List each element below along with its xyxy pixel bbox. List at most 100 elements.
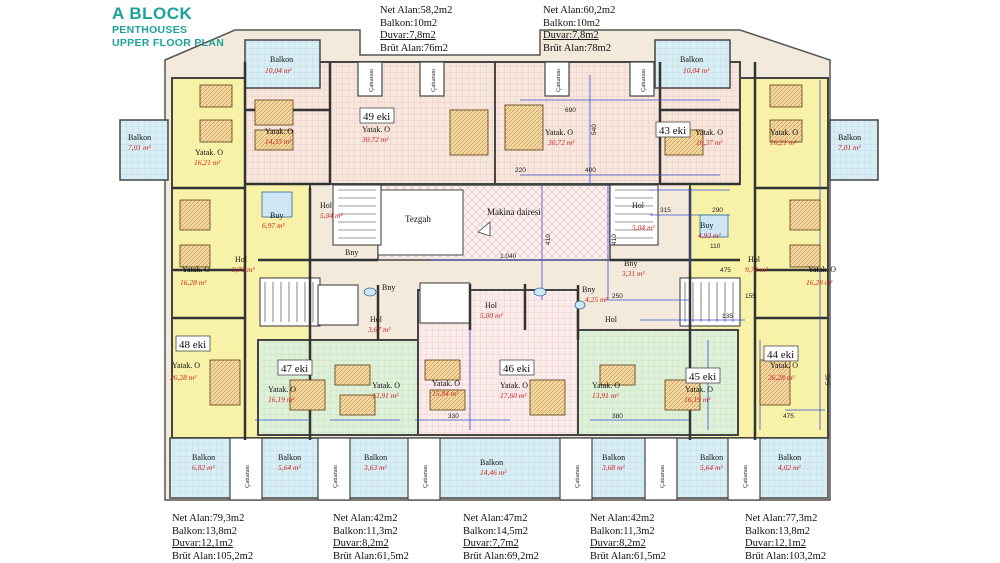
stat-brut: Brüt Alan:69,2m2 xyxy=(463,550,539,562)
dim-290: 290 xyxy=(712,207,723,214)
balcony-top-right xyxy=(654,39,731,89)
stat-duvar: Duvar:12,1m2 xyxy=(172,538,233,550)
stat-brut: Brüt Alan:103,2m2 xyxy=(745,550,827,562)
dim-475a: 475 xyxy=(720,267,731,274)
area-yatak-49a: 14,33 m² xyxy=(265,137,292,146)
room-balkon-side-left: Balkon xyxy=(128,133,151,142)
room-yatak-43a: Yatak. O xyxy=(545,128,573,137)
area-yatak-49b: 30,72 m² xyxy=(361,135,389,144)
dim-250: 250 xyxy=(612,293,623,300)
room-balkon-top-right: Balkon xyxy=(680,55,703,64)
dim-690: 690 xyxy=(565,107,576,114)
stat-balkon: Balkon:14,5m2 xyxy=(463,525,529,537)
room-balkon-b2: Balkon xyxy=(278,453,301,462)
unit-label-49: 49 eki xyxy=(363,111,390,123)
stat-net: Net Alan:42m2 xyxy=(590,513,655,524)
room-yatak-48b: Yatak. O xyxy=(182,265,210,274)
room-buy-44: Buy xyxy=(700,221,713,230)
dim-410a: 410 xyxy=(545,234,552,245)
stat-duvar: Duvar:7,8m2 xyxy=(543,30,599,42)
stat-brut: Brüt Alan:61,5m2 xyxy=(590,550,666,562)
area-balkon-b3: 3,63 m² xyxy=(363,463,387,472)
area-yatak-48a: 16,21 m² xyxy=(194,158,221,167)
stats-top-right: Net Alan:60,2m2 Balkon:10m2 Duvar:7,8m2 … xyxy=(543,5,615,55)
area-yatak-45a: 13,91 m² xyxy=(592,391,619,400)
stat-net: Net Alan:42m2 xyxy=(333,513,398,524)
area-balkon-b5: 3,68 m² xyxy=(601,463,625,472)
room-yatak-44b: Yatak. O xyxy=(808,265,836,274)
room-yatak-44a: Yatak. O xyxy=(770,128,798,137)
stat-brut: Brüt Alan:78m2 xyxy=(543,42,611,54)
stats-bottom-5: Net Alan:77,3m2 Balkon:13,8m2 Duvar:12,1… xyxy=(745,513,826,563)
stat-balkon: Balkon:11,3m2 xyxy=(590,525,655,537)
room-balkon-b5: Balkon xyxy=(602,453,625,462)
stat-duvar: Duvar:12,1m2 xyxy=(745,538,806,550)
dim-330: 330 xyxy=(448,413,459,420)
dim-220: 220 xyxy=(515,167,526,174)
area-hol-47: 3,67 m² xyxy=(367,325,391,334)
stat-duvar: Duvar:7,7m2 xyxy=(463,538,519,550)
area-buy-48: 6,97 m² xyxy=(262,221,285,230)
catiarasi-label-6: Çatıarası xyxy=(742,465,749,488)
room-bny-2: Bny xyxy=(382,283,395,292)
room-balkon-b7: Balkon xyxy=(778,453,801,462)
room-bny-4: Bny xyxy=(624,259,637,268)
room-balkon-b3: Balkon xyxy=(364,453,387,462)
unit-label-48: 48 eki xyxy=(179,339,206,351)
stat-balkon: Balkon:13,8m2 xyxy=(745,525,811,537)
dim-400: 400 xyxy=(585,167,596,174)
dim-155: 155 xyxy=(745,293,756,300)
stats-top-left: Net Alan:58,2m2 Balkon:10m2 Duvar:7,8m2 … xyxy=(380,5,452,55)
room-hol-47: Hol xyxy=(370,315,383,324)
page-subtitle-1: PENTHOUSES xyxy=(112,24,188,36)
room-hol-45: Hol xyxy=(605,315,618,324)
room-yatak-48a: Yatak. O xyxy=(195,148,223,157)
stats-bottom-2: Net Alan:42m2 Balkon:11,3m2 Duvar:8,2m2 … xyxy=(333,513,409,563)
room-yatak-47a: Yatak. O xyxy=(268,385,296,394)
furniture-beds xyxy=(179,84,821,416)
area-balkon-top-right: 10,04 m² xyxy=(683,66,710,75)
room-yatak-46b: Yatak. O xyxy=(500,381,528,390)
catiarasi-label-9: Çatıarası xyxy=(555,69,562,92)
dim-410b: 410 xyxy=(611,234,618,245)
page-subtitle-2: UPPER FLOOR PLAN xyxy=(112,37,225,49)
stats-bottom-1: Net Alan:79,3m2 Balkon:13,8m2 Duvar:12,1… xyxy=(172,513,253,563)
stat-net: Net Alan:77,3m2 xyxy=(745,513,818,524)
room-balkon-b1: Balkon xyxy=(192,453,215,462)
stats-bottom-4: Net Alan:42m2 Balkon:11,3m2 Duvar:8,2m2 … xyxy=(590,513,666,563)
area-balkon-b2: 5,64 m² xyxy=(278,463,301,472)
room-hol-43: Hol xyxy=(632,201,645,210)
area-yatak-48b: 16,28 m² xyxy=(180,278,207,287)
area-yatak-46b: 17,60 m² xyxy=(500,391,527,400)
catiarasi-label-1: Çatıarası xyxy=(244,465,251,488)
room-tezgah: Tezgah xyxy=(405,214,431,224)
area-yatak-44c: 26,28 m² xyxy=(768,373,795,382)
room-hol-49: Hol xyxy=(320,201,333,210)
room-balkon-b4: Balkon xyxy=(480,458,503,467)
area-hol-48: 9,71 m² xyxy=(232,265,255,274)
catiarasi-label-8: Çatıarası xyxy=(430,69,437,92)
stat-net: Net Alan:58,2m2 xyxy=(380,5,453,16)
catiarasi-label-2: Çatıarası xyxy=(332,465,339,488)
balcony-top-left xyxy=(244,39,321,89)
unit-label-44: 44 eki xyxy=(767,349,794,361)
catiarasi-label-4: Çatıarası xyxy=(574,465,581,488)
area-yatak-45b: 16,19 m² xyxy=(684,395,711,404)
room-balkon-top-left: Balkon xyxy=(270,55,293,64)
room-balkon-side-right: Balkon xyxy=(838,133,861,142)
balcony-bottom-strip xyxy=(169,437,829,499)
unit-label-45: 45 eki xyxy=(689,371,716,383)
room-hol-44: Hol xyxy=(748,255,761,264)
stat-balkon: Balkon:10m2 xyxy=(380,17,438,29)
catiarasi-boxes xyxy=(229,61,761,501)
area-buy-44: 4,93 m² xyxy=(698,231,721,240)
room-balkon-b6: Balkon xyxy=(700,453,723,462)
area-balkon-top-left: 10,04 m² xyxy=(265,66,292,75)
area-balkon-b4: 14,46 m² xyxy=(480,468,507,477)
unit-label-46: 46 eki xyxy=(503,363,530,375)
room-yatak-44c: Yatak. O xyxy=(770,361,798,370)
dim-315: 315 xyxy=(660,207,671,214)
stat-brut: Brüt Alan:105,2m2 xyxy=(172,550,254,562)
unit-label-47: 47 eki xyxy=(281,363,308,375)
area-yatak-46a: 15,84 m² xyxy=(432,389,459,398)
